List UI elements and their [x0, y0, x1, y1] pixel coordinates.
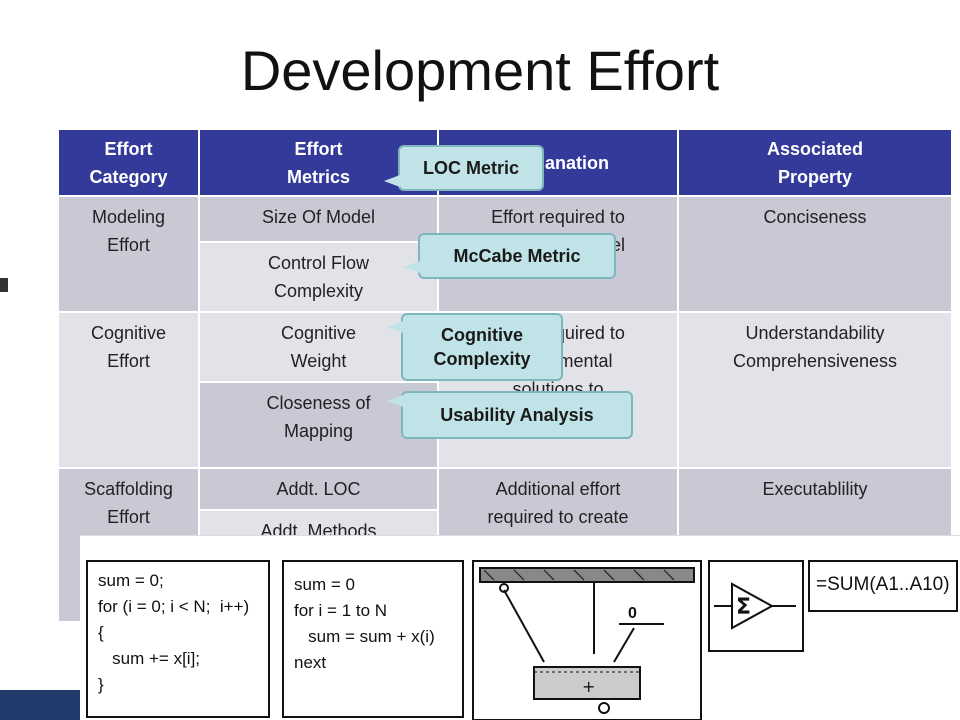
basic-code-text: sum = 0 for i = 1 to N sum = sum + x(i) … — [294, 575, 435, 672]
table-row: Scaffolding Effort Addt. LOC Additional … — [57, 467, 953, 623]
svg-text:+: + — [582, 677, 595, 696]
sigma-symbol: Σ — [736, 595, 751, 620]
cell-metric-size-of-model: Size Of Model — [198, 195, 439, 243]
cell-metric-control-flow: Control Flow Complexity — [198, 241, 439, 313]
sigma-amplifier-diagram: Σ — [714, 582, 796, 630]
cell-category-cognitive: Cognitive Effort — [57, 311, 200, 469]
table-row: Control Flow Complexity — [58, 241, 952, 313]
mechanical-diagram-panel: + 0 — [472, 560, 702, 720]
callout-mccabe-metric: McCabe Metric — [404, 233, 616, 279]
example-figure-strip: sum = 0; for (i = 0; i < N; i++) { sum +… — [80, 535, 960, 720]
cell-property-cognitive: Understandability Comprehensiveness — [677, 311, 953, 469]
spreadsheet-formula-panel: =SUM(A1..A10) — [808, 560, 958, 612]
header-effort-category: Effort Category — [57, 128, 200, 197]
table-row: Modeling Effort Size Of Model Effort req… — [57, 195, 953, 313]
slide-title: Development Effort — [240, 39, 720, 102]
callout-cognitive-complexity: Cognitive Complexity — [387, 313, 563, 381]
pulley-lever-diagram: + 0 — [479, 567, 695, 714]
cell-property-modeling: Conciseness — [677, 195, 953, 313]
header-associated-property: Associated Property — [677, 128, 953, 197]
spreadsheet-formula-text: =SUM(A1..A10) — [816, 574, 950, 595]
left-edge-mark — [0, 278, 8, 292]
dial-zero-label: 0 — [628, 605, 637, 622]
callout-usability-analysis: Usability Analysis — [387, 391, 633, 439]
sigma-block-panel: Σ — [708, 560, 804, 652]
cell-metric-addt-loc: Addt. LOC — [198, 467, 439, 511]
basic-code-panel: sum = 0 for i = 1 to N sum = sum + x(i) … — [282, 560, 464, 718]
c-code-panel: sum = 0; for (i = 0; i < N; i++) { sum +… — [86, 560, 270, 718]
c-code-text: sum = 0; for (i = 0; i < N; i++) { sum +… — [98, 571, 250, 694]
callout-loc-metric: LOC Metric — [384, 145, 544, 191]
cell-category-modeling: Modeling Effort — [57, 195, 200, 313]
